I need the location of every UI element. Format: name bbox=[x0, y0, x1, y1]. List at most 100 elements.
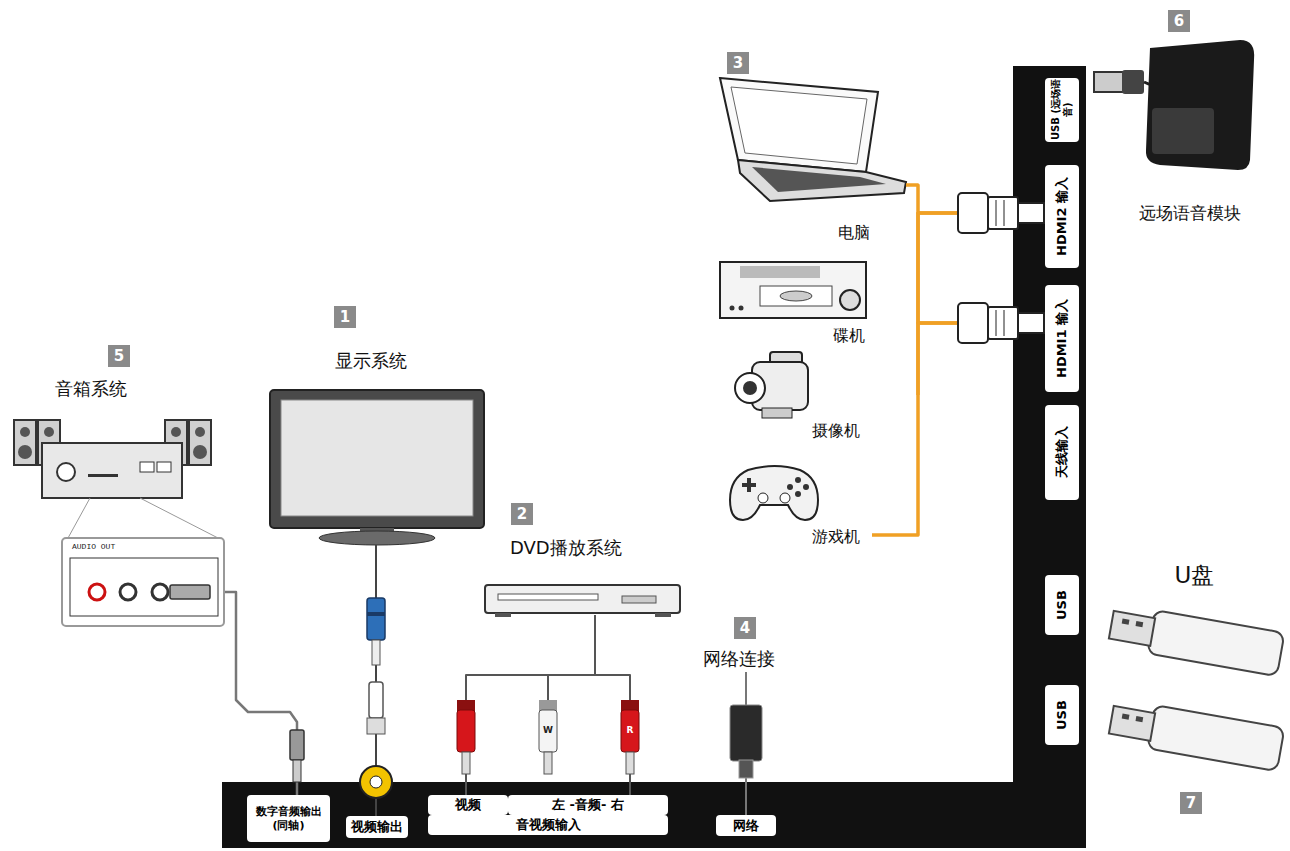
speaker-cone bbox=[193, 445, 207, 459]
gamepad-button bbox=[795, 491, 801, 497]
hdmi-cable bbox=[872, 323, 1045, 535]
port-box: HDMI2 输入 bbox=[1045, 165, 1079, 268]
laptop-screen bbox=[731, 87, 867, 164]
hdmi-plug-rib bbox=[1004, 310, 1005, 336]
yellow-jack bbox=[360, 766, 392, 798]
speaker-system-illustration bbox=[14, 420, 224, 626]
device-caption: 摄像机 bbox=[730, 421, 860, 440]
speaker-cone bbox=[195, 427, 205, 437]
usb-drive-illustration bbox=[1108, 698, 1285, 771]
device-group: 电脑 bbox=[712, 72, 906, 245]
panel-text: AUDIO OUT bbox=[72, 542, 115, 551]
callout-number: 2 bbox=[511, 503, 533, 525]
dvd-tray bbox=[498, 594, 598, 600]
hdmi-plug-head bbox=[988, 197, 1018, 229]
usb-drive-connector bbox=[1109, 706, 1155, 741]
rj45-body bbox=[730, 705, 762, 761]
port-label: USB bbox=[1054, 700, 1070, 730]
disc bbox=[780, 291, 812, 301]
usb-drive-hole bbox=[1122, 619, 1130, 625]
inset-pointer bbox=[68, 498, 90, 538]
usb-drive-illustration bbox=[1108, 603, 1285, 676]
receiver-button bbox=[140, 462, 154, 472]
signal-cable bbox=[225, 592, 297, 795]
rj45-clip bbox=[739, 760, 753, 778]
coax-plug bbox=[170, 585, 304, 782]
tv-back-panel bbox=[222, 66, 1086, 848]
port-box: 数字音频输出 (同轴) bbox=[247, 795, 330, 842]
port-label: HDMI1 输入 bbox=[1054, 299, 1070, 378]
port-box: 天线输入 bbox=[1045, 405, 1079, 500]
device-group: 碟机 bbox=[718, 255, 918, 345]
port-label: USB bbox=[1054, 590, 1070, 620]
gamepad-button bbox=[803, 484, 809, 490]
port-label: USB (远场语音) bbox=[1050, 79, 1074, 141]
tv-illustration bbox=[270, 390, 484, 545]
laptop-keyboard bbox=[752, 167, 886, 192]
hdmi-cable bbox=[872, 213, 1045, 535]
dvd-body bbox=[485, 585, 680, 613]
port-box: 网络 bbox=[716, 815, 776, 836]
audio-jack bbox=[152, 584, 168, 600]
port-box: 左 -音频- 右 bbox=[508, 795, 668, 815]
gamepad-button bbox=[795, 477, 801, 483]
camcorder-illustration bbox=[735, 352, 808, 418]
rca-plugs bbox=[457, 700, 639, 774]
speaker-cone bbox=[44, 427, 54, 437]
audio-out-plate bbox=[70, 558, 218, 616]
speaker bbox=[189, 420, 211, 465]
port-box: USB bbox=[1045, 685, 1079, 745]
device-caption: 网络连接 bbox=[695, 648, 782, 670]
coax-plug-body bbox=[290, 730, 304, 760]
hdmi-cable bbox=[918, 213, 1045, 395]
system-group: 音箱系统 bbox=[10, 378, 225, 628]
module-face bbox=[1152, 108, 1214, 154]
hdmi-plug-body bbox=[958, 303, 988, 343]
device-group: 游戏机 bbox=[728, 452, 872, 548]
laptop-base bbox=[738, 160, 906, 201]
dvd-player-illustration bbox=[485, 585, 680, 617]
video-plug bbox=[360, 598, 392, 798]
system-group: DVD播放系统 bbox=[483, 537, 682, 615]
inset-pointer bbox=[140, 498, 218, 538]
port-box: 视频输出 bbox=[346, 816, 408, 838]
coax-plug-body bbox=[170, 585, 210, 599]
signal-cable bbox=[466, 615, 595, 795]
hdmi-plug bbox=[958, 303, 1044, 343]
device-caption: 游戏机 bbox=[728, 527, 860, 546]
receiver-button bbox=[157, 462, 171, 472]
hdmi-plug-rib bbox=[996, 200, 997, 226]
speaker-cone bbox=[18, 445, 32, 459]
callout-number: 1 bbox=[334, 306, 356, 328]
device-group: 远场语音模块 bbox=[1090, 38, 1260, 225]
port-label: 网络 bbox=[733, 818, 759, 834]
port-label: 视频输出 bbox=[351, 819, 403, 835]
tv-screen bbox=[281, 400, 473, 516]
coax-plug-tip bbox=[293, 760, 301, 782]
audio-out-panel bbox=[62, 538, 224, 626]
dvd-foot bbox=[655, 613, 671, 617]
device-caption: 显示系统 bbox=[270, 350, 471, 372]
usb-drive-hole bbox=[1135, 621, 1143, 627]
usb-drive-hole bbox=[1122, 714, 1130, 720]
system-group: 网络连接 bbox=[695, 645, 782, 672]
disc-player-button bbox=[730, 306, 735, 311]
dvd-foot bbox=[495, 613, 511, 617]
rca-white-body bbox=[539, 710, 557, 752]
port-label: 左 -音频- 右 bbox=[552, 797, 624, 813]
camcorder-glass bbox=[743, 381, 757, 395]
disc-player-top bbox=[740, 266, 820, 278]
device-group: U盘 bbox=[1105, 562, 1288, 800]
port-label: 视频 bbox=[455, 797, 481, 813]
dvd-display bbox=[622, 596, 656, 603]
camcorder-grip bbox=[762, 408, 792, 418]
hdmi-plug-rib bbox=[996, 310, 997, 336]
disc-player-tray bbox=[760, 286, 832, 306]
tv-frame bbox=[270, 390, 484, 528]
callout-number: 7 bbox=[1180, 792, 1202, 814]
receiver bbox=[42, 443, 182, 498]
usb-drive-hole bbox=[1135, 716, 1143, 722]
speaker bbox=[14, 420, 36, 465]
